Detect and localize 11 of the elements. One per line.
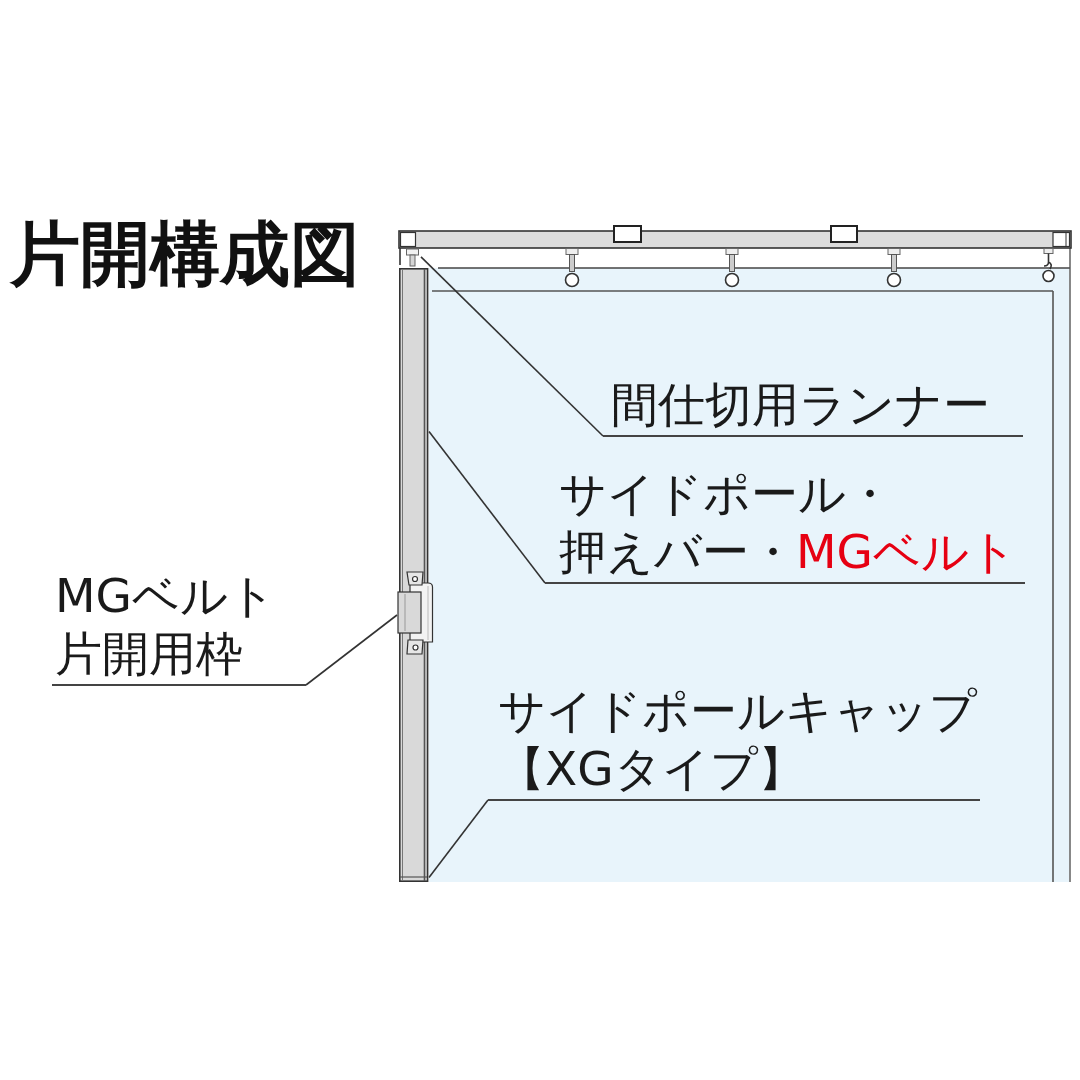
part-label: MGベルト片開用枠: [52, 566, 306, 686]
runner: [404, 248, 421, 267]
belt-bracket: [397, 570, 434, 656]
leader-line: [428, 799, 489, 879]
leader-line: [420, 256, 604, 437]
leader-line: [305, 614, 398, 686]
part-label: サイドポール・押えバー・MGベルト: [545, 464, 1025, 584]
leader-line: [428, 430, 546, 584]
part-label: 間仕切用ランナー: [603, 376, 1023, 437]
diagram-title: 片開構成図: [10, 212, 360, 296]
part-label: サイドポールキャップ【XGタイプ】: [488, 681, 980, 801]
